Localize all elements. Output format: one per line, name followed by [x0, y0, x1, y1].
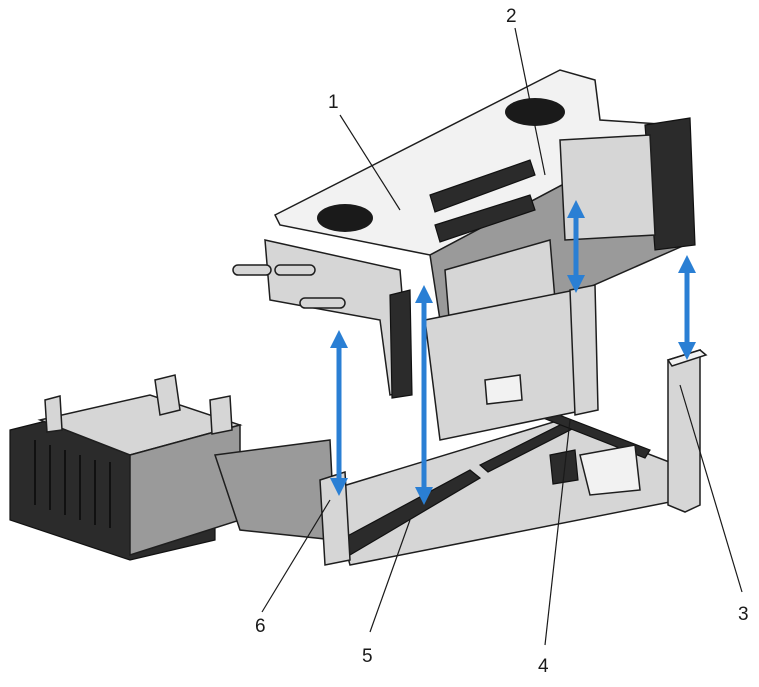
callout-1: 1 — [328, 92, 339, 113]
alignment-arrow-center — [415, 285, 433, 505]
callout-6: 6 — [255, 616, 266, 637]
leader-1 — [339, 114, 401, 211]
expansion-card-riser — [232, 69, 696, 441]
alignment-arrow-right-inner — [567, 200, 585, 293]
leader-5 — [369, 519, 411, 633]
callout-leaders — [261, 27, 743, 646]
heatsink-shroud — [9, 374, 336, 561]
callout-4: 4 — [538, 656, 549, 677]
leader-6 — [261, 499, 331, 613]
riser-guide-right — [666, 348, 708, 513]
system-board-connectors — [329, 397, 691, 566]
leader-2 — [514, 27, 546, 176]
alignment-arrows — [330, 200, 696, 505]
leader-3 — [679, 384, 743, 593]
callout-labels: 1 2 3 4 5 6 — [255, 6, 749, 677]
callout-3: 3 — [738, 604, 749, 625]
callout-5: 5 — [362, 646, 373, 667]
callout-2: 2 — [506, 6, 517, 27]
alignment-arrow-left — [330, 330, 348, 496]
alignment-arrow-right-outer — [678, 255, 696, 360]
leader-4 — [544, 419, 571, 646]
